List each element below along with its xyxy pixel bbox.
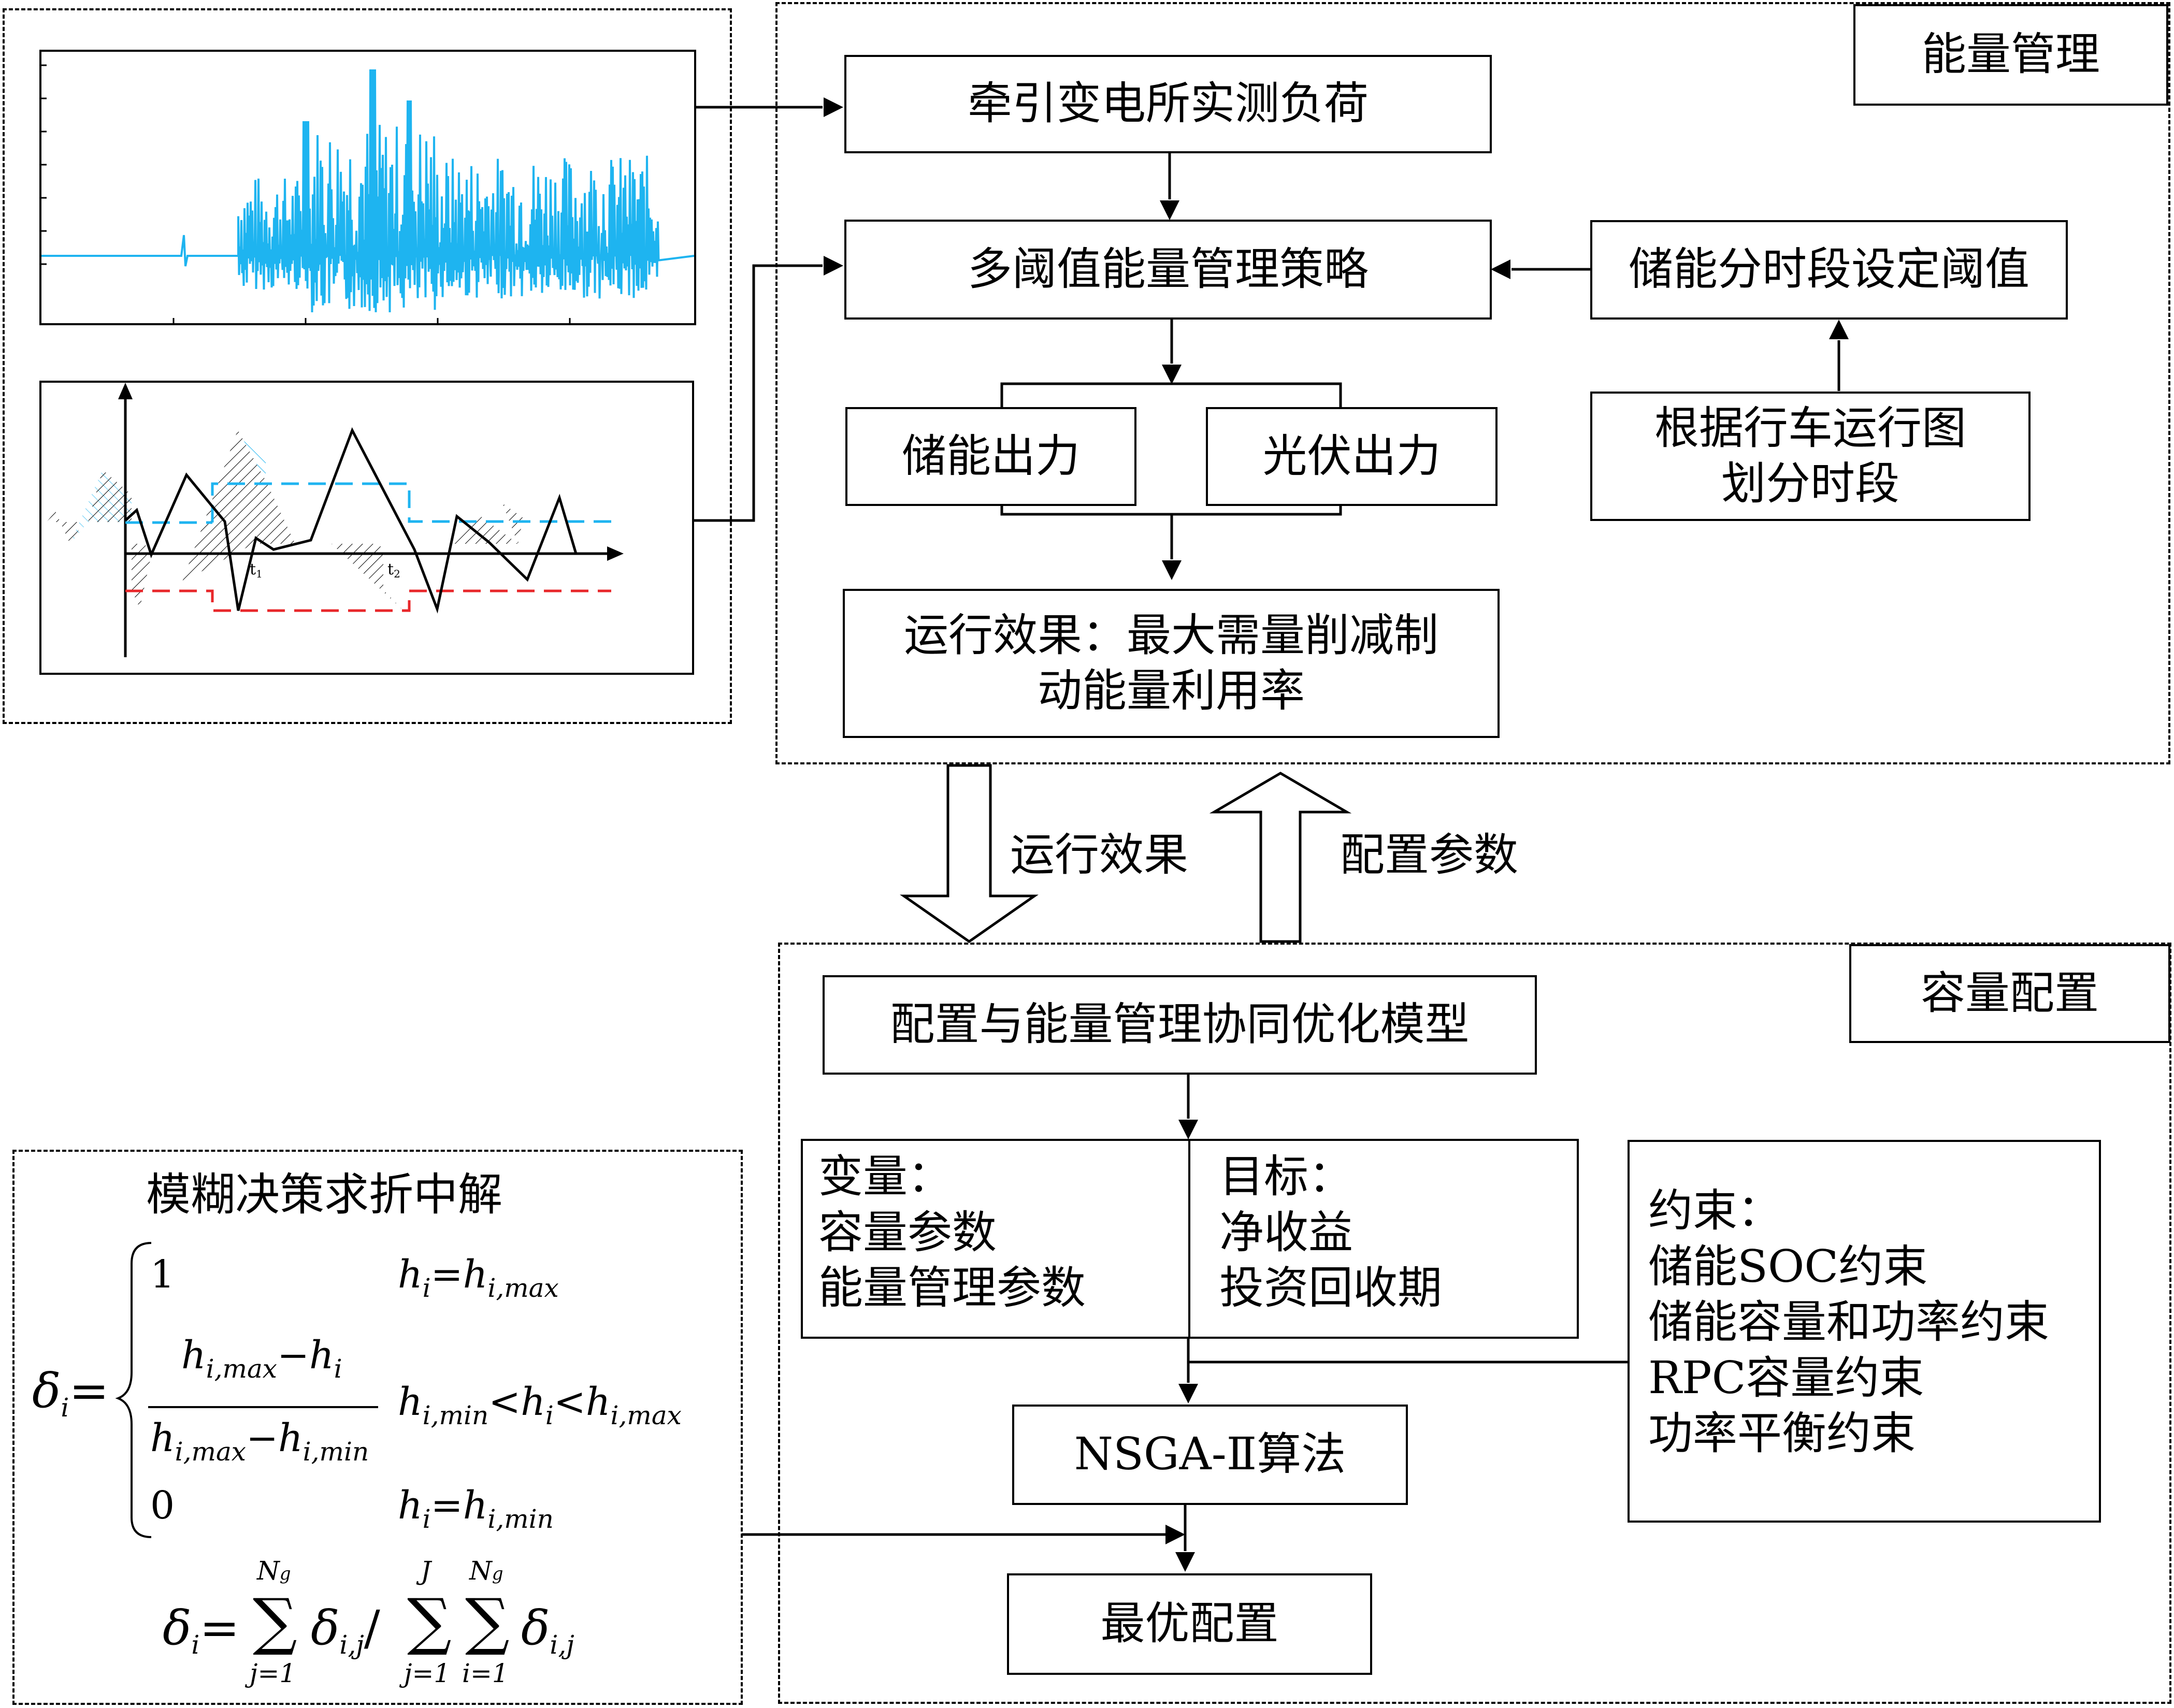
tick-t1: t1 [250,560,263,580]
run-effect-label: 运行效果 [1010,829,1188,881]
fuzzy-decision-panel [12,1150,743,1705]
sum1-upper: Ng [257,1556,291,1586]
sum1-symbol: ∑ [253,1586,297,1658]
hatch-region-h [332,544,404,611]
case1-condition: hi=hi,max [398,1252,559,1303]
case2-condition: hi,min<hi<hi,max [398,1380,682,1430]
case3-value: 0 [150,1483,175,1528]
discharge-threshold-line [125,589,611,612]
hatch-region-d [132,544,151,609]
load-signal-chart [41,64,694,323]
case2-numerator: hi,max−hi [181,1333,342,1384]
sum2-upper: J [421,1556,431,1586]
timetable-box: 根据行车运行图 划分时段 [1590,392,2031,521]
constraints-box: 约束： 储能SOC约束 储能容量和功率约束 RPC容量约束 功率平衡约束 [1628,1140,2101,1523]
case3-condition: hi=hi,min [398,1483,554,1534]
capacity-configuration-title: 容量配置 [1849,944,2170,1043]
input-plots-panel [3,8,732,724]
case2-denominator: hi,max−hi,min [150,1416,369,1467]
sum1-lower: j=1 [250,1658,296,1688]
agg-lhs: δi= [163,1600,240,1660]
arrow-curve-to-strategy [694,264,823,522]
sum3-lower: i=1 [462,1658,509,1688]
net-load-curve [124,427,578,614]
sum3-upper: Ng [469,1556,503,1586]
x-axis-arrow [607,546,624,561]
y-axis-arrow [118,383,133,399]
measured-load-plot [39,50,696,325]
agg-term2: δi,j [521,1600,574,1660]
tick-t2: t2 [387,560,400,580]
sum3-symbol: ∑ [465,1586,510,1658]
result-box: 运行效果：最大需量削减制 动能量利用率 [843,589,1500,738]
config-params-label: 配置参数 [1340,829,1518,881]
hatch-region-j [502,503,523,544]
sum2-lower: j=1 [404,1658,451,1688]
pv-output-box: 光伏出力 [1206,407,1498,506]
load-waveform [41,69,694,312]
hatch-region-i [435,513,518,558]
hatch-region-g [238,430,266,481]
algorithm-box: NSGA-Ⅱ算法 [1012,1405,1408,1505]
energy-management-title: 能量管理 [1853,4,2168,106]
sum2-symbol: ∑ [407,1586,452,1658]
optimal-box: 最优配置 [1007,1573,1372,1675]
hollow-arrow-down [900,764,1039,944]
hatch-region-c [88,470,132,522]
case1-value: 1 [150,1252,175,1297]
threshold-curve-plot: t1 t2 [39,381,694,675]
strategy-box: 多阈值能量管理策略 [844,220,1492,320]
variables-box: 变量： 容量参数 能量管理参数 [801,1139,1190,1339]
objectives-box: 目标： 净收益 投资回收期 [1188,1139,1579,1339]
energy-management-section [775,2,2170,764]
hatch-region-f [182,430,295,582]
model-box: 配置与能量管理协同优化模型 [823,975,1537,1075]
fuzzy-title: 模糊决策求折中解 [146,1169,502,1221]
measured-load-box: 牵引变电所实测负荷 [844,55,1492,153]
storage-threshold-box: 储能分时段设定阈值 [1590,220,2068,320]
storage-output-box: 储能出力 [845,407,1136,506]
formula-lhs: δi= [32,1363,109,1423]
capacity-configuration-section [778,943,2171,1704]
hollow-arrow-up [1209,772,1352,943]
threshold-curve-chart: t1 t2 [47,383,624,657]
agg-term1: δi,j/ [311,1600,380,1660]
